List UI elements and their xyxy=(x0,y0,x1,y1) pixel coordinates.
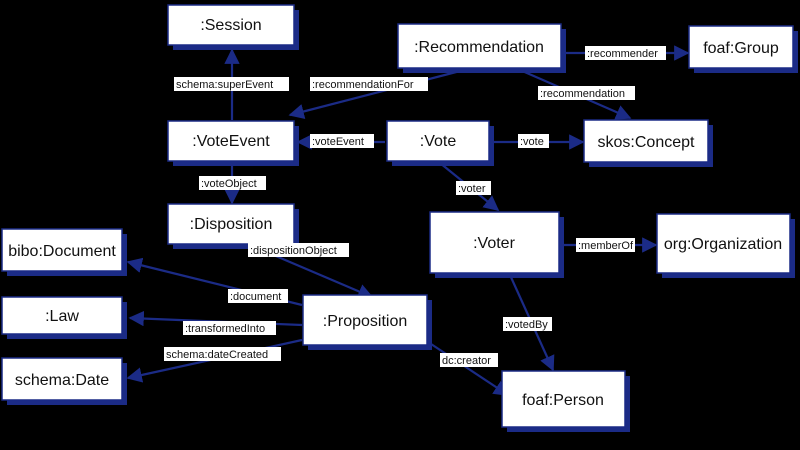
node-proposition-label: :Proposition xyxy=(323,313,408,330)
edge-label-super-event-text: schema:superEvent xyxy=(176,79,273,91)
node-vote-event: :VoteEvent xyxy=(167,120,299,166)
edge-label-vote-object-text: :voteObject xyxy=(201,178,257,190)
node-voter-label: :Voter xyxy=(473,235,515,252)
node-skos-concept: skos:Concept xyxy=(583,119,713,167)
edge-label-recommendation-text: :recommendation xyxy=(540,88,625,100)
edge-label-vote: :vote xyxy=(518,134,549,148)
edge-label-recommendation: :recommendation xyxy=(538,86,635,100)
edge-label-member-of: :memberOf xyxy=(576,238,635,252)
nodes: :Session :Recommendation foaf:Group :Vot… xyxy=(1,4,798,432)
edge-label-disposition-object: :dispositionObject xyxy=(248,243,349,257)
node-proposition: :Proposition xyxy=(302,294,432,350)
edge-label-transformed-into: :transformedInto xyxy=(183,321,276,335)
node-session: :Session xyxy=(167,4,299,50)
edge-label-transformed-into-text: :transformedInto xyxy=(185,323,265,335)
node-voter: :Voter xyxy=(429,211,564,278)
edge-label-date-created: schema:dateCreated xyxy=(164,347,281,361)
edge-label-voter-text: :voter xyxy=(458,183,486,195)
edge-recommendation-for xyxy=(288,68,465,119)
edge-label-voted-by-text: :votedBy xyxy=(505,319,548,331)
edge-label-vote-event-text: :voteEvent xyxy=(312,136,364,148)
edge-label-super-event: schema:superEvent xyxy=(174,77,289,91)
edge-label-voter: :voter xyxy=(456,181,491,195)
edge-label-recommender: :recommender xyxy=(585,46,666,60)
node-org-organization-label: org:Organization xyxy=(664,236,782,253)
node-bibo-document: bibo:Document xyxy=(1,228,127,276)
node-session-label: :Session xyxy=(200,17,261,34)
node-vote-label: :Vote xyxy=(420,133,457,150)
edge-label-vote-event: :voteEvent xyxy=(310,134,374,148)
node-foaf-person-label: foaf:Person xyxy=(522,392,604,409)
node-law: :Law xyxy=(1,296,127,339)
edge-labels: schema:superEvent :recommendationFor :re… xyxy=(164,46,666,367)
edge-label-vote-text: :vote xyxy=(520,136,544,148)
node-bibo-document-label: bibo:Document xyxy=(8,243,116,260)
node-foaf-group: foaf:Group xyxy=(688,25,798,73)
edge-label-recommender-text: :recommender xyxy=(587,48,658,60)
edge-label-creator: dc:creator xyxy=(440,353,498,367)
node-law-label: :Law xyxy=(45,308,79,325)
edge-label-document: :document xyxy=(228,289,288,303)
node-disposition: :Disposition xyxy=(167,203,299,249)
edge-label-document-text: :document xyxy=(230,291,281,303)
edge-label-voted-by: :votedBy xyxy=(503,317,552,331)
node-vote-event-label: :VoteEvent xyxy=(192,133,270,150)
node-disposition-label: :Disposition xyxy=(190,216,273,233)
node-skos-concept-label: skos:Concept xyxy=(598,134,695,151)
edge-label-recommendation-for-text: :recommendationFor xyxy=(312,79,414,91)
node-schema-date-label: schema:Date xyxy=(15,372,109,389)
edge-creator xyxy=(424,339,510,396)
edge-label-member-of-text: :memberOf xyxy=(578,240,634,252)
node-vote: :Vote xyxy=(386,120,494,166)
node-org-organization: org:Organization xyxy=(656,213,795,278)
edge-label-recommendation-for: :recommendationFor xyxy=(310,77,428,91)
node-recommendation: :Recommendation xyxy=(397,23,566,73)
node-recommendation-label: :Recommendation xyxy=(414,39,544,56)
node-foaf-person: foaf:Person xyxy=(501,370,630,432)
node-foaf-group-label: foaf:Group xyxy=(703,40,779,57)
edge-label-date-created-text: schema:dateCreated xyxy=(166,349,268,361)
edge-label-disposition-object-text: :dispositionObject xyxy=(250,245,337,257)
edge-label-creator-text: dc:creator xyxy=(442,355,491,367)
node-schema-date: schema:Date xyxy=(1,357,127,405)
edge-label-vote-object: :voteObject xyxy=(199,176,266,190)
